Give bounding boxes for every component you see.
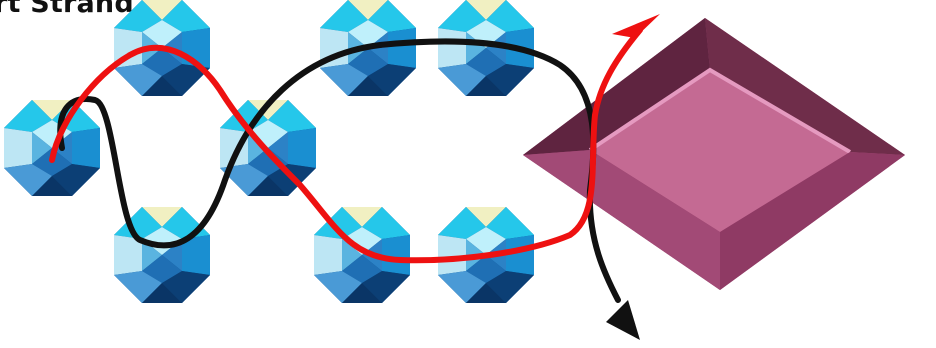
black-arrow-icon — [606, 300, 640, 340]
red-arrow-icon — [612, 14, 660, 38]
diagram-title: rt Strand — [0, 0, 134, 19]
bead-tray-icon — [523, 18, 905, 290]
red-strand — [49, 27, 643, 264]
